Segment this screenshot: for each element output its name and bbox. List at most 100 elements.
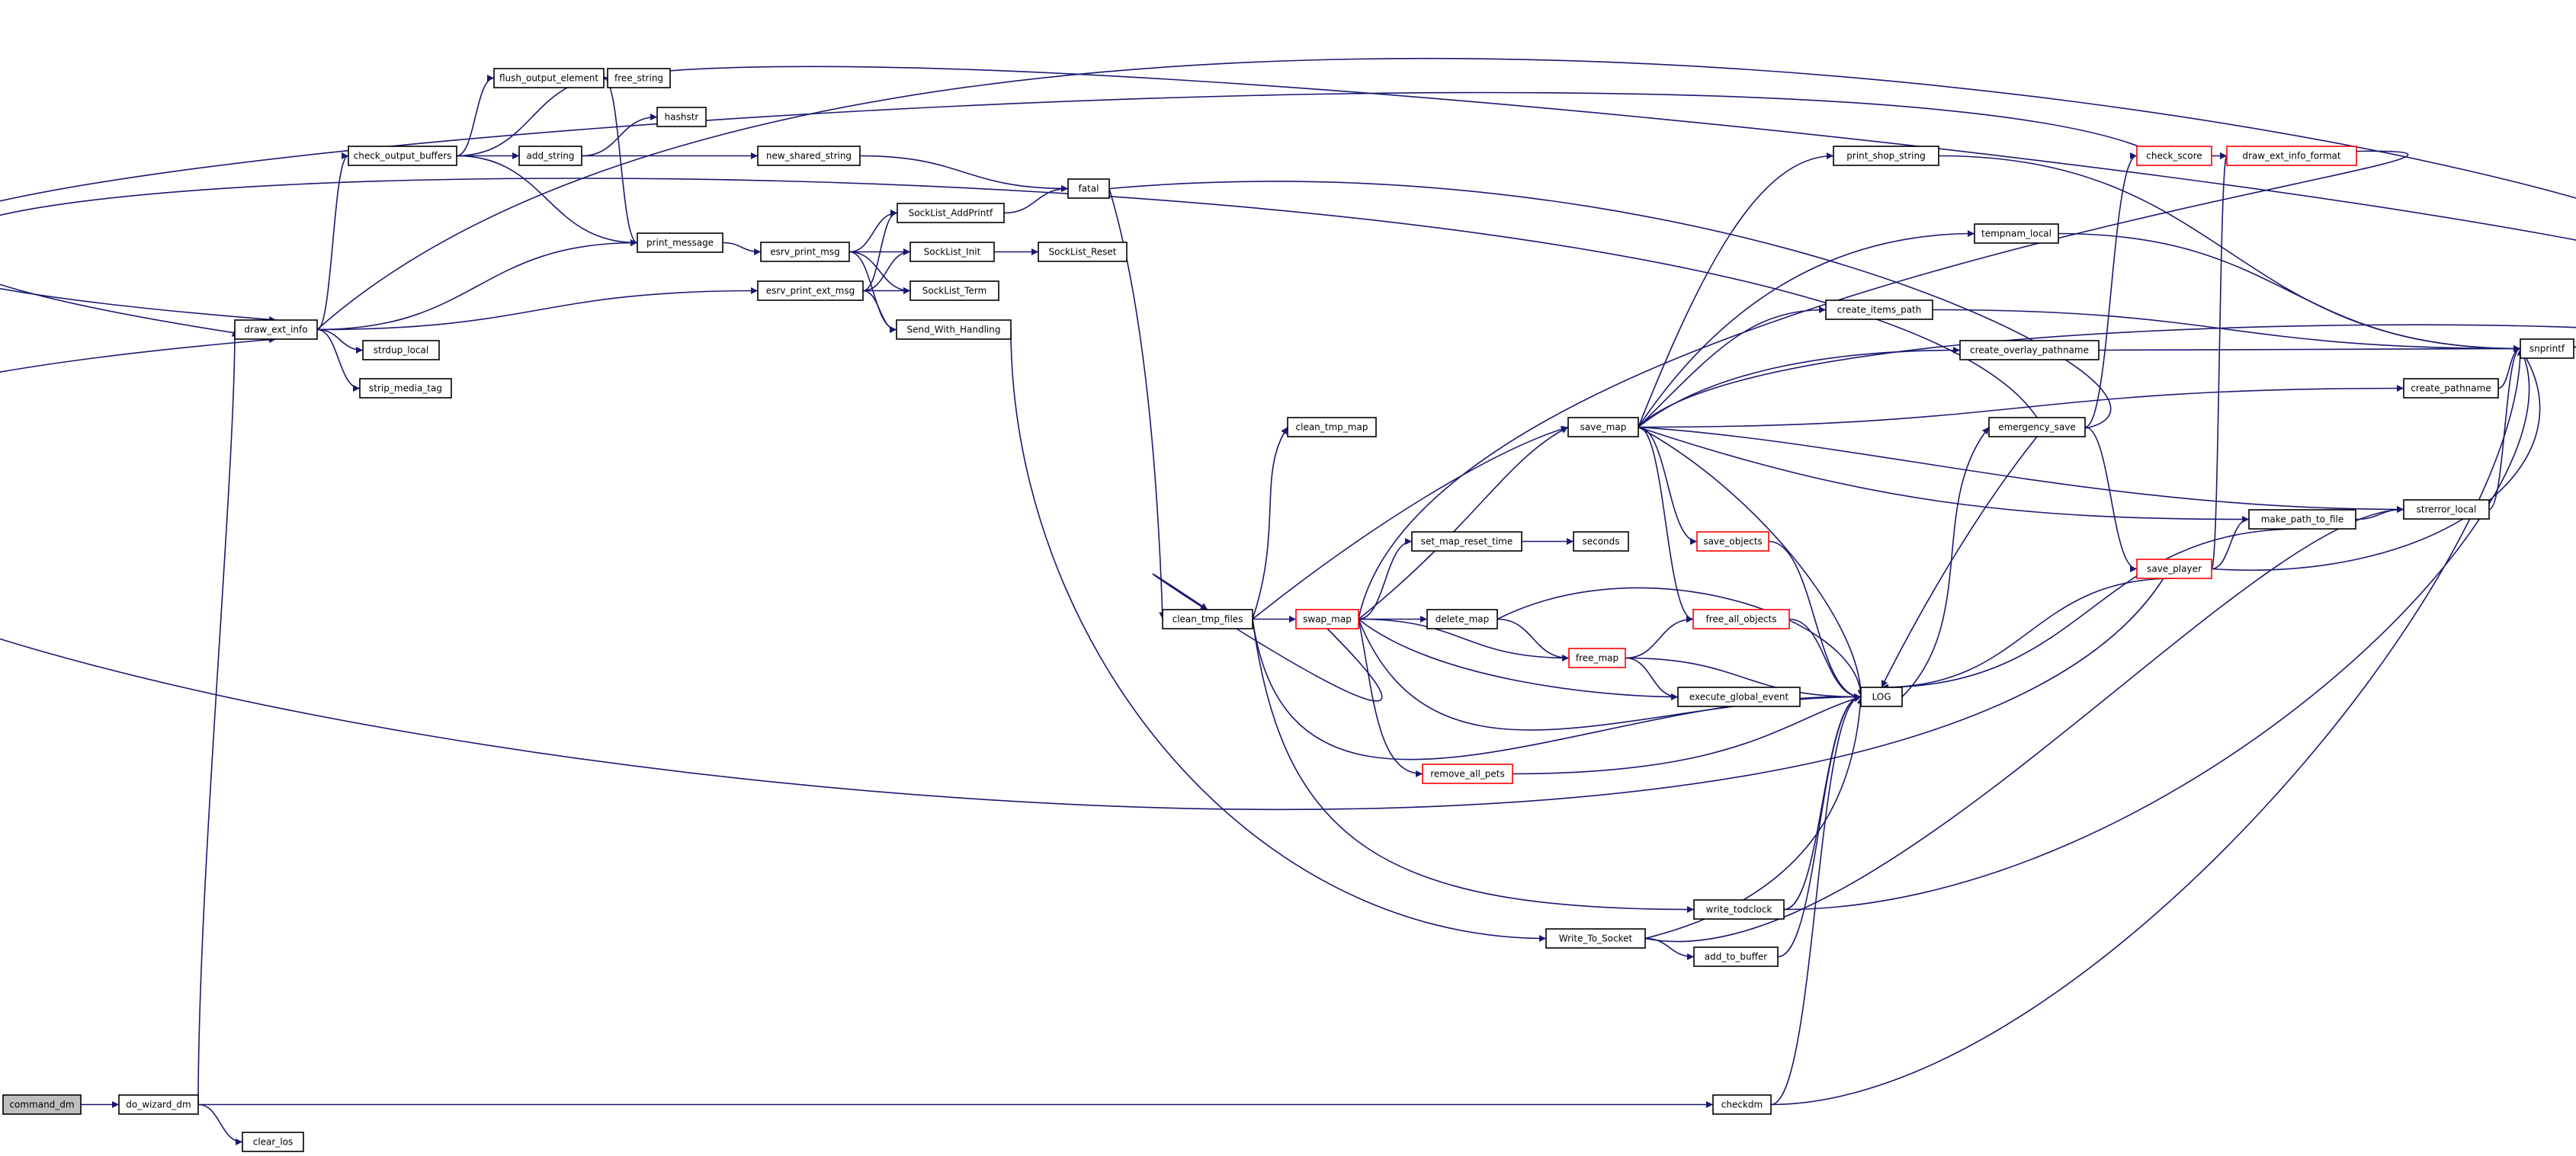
node-box-hashstr xyxy=(656,107,707,127)
node-LOG[interactable]: LOG xyxy=(1860,687,1903,707)
edge-swap_map-to-save_map xyxy=(1358,426,1569,620)
node-clear_los[interactable]: clear_los xyxy=(242,1132,304,1152)
nodes-layer: command_dm do_wizard_dm clear_los checkdm dr… xyxy=(2,68,2574,1152)
edge-free_map-to-execute_global_event xyxy=(1625,657,1679,700)
edge-Send_With_Handling-to-Write_To_Socket xyxy=(1010,329,1547,942)
node-add_string[interactable]: add_string xyxy=(518,146,582,166)
edge-clean_tmp_files-to-clean_tmp_map xyxy=(1252,427,1288,620)
node-free_map[interactable]: free_map xyxy=(1568,648,1626,668)
edge-check_output_buffers-to-free_string xyxy=(456,75,608,157)
node-seconds[interactable]: seconds xyxy=(1573,531,1629,552)
node-label-add_string: add_string xyxy=(526,151,574,162)
node-create_items_path[interactable]: create_items_path xyxy=(1825,299,1933,320)
edge-create_pathname-to-snprintf xyxy=(2497,345,2521,389)
node-box-print_message xyxy=(637,232,723,253)
node-remove_all_pets[interactable]: remove_all_pets xyxy=(1422,764,1513,784)
edge-save_map-to-tempnam_local xyxy=(1638,230,1975,427)
edge-save_player-to-LOG xyxy=(1881,578,2175,691)
node-box-strerror_local xyxy=(2403,499,2490,520)
node-SockList_AddPrintf[interactable]: SockList_AddPrintf xyxy=(897,203,1005,223)
node-free_all_objects[interactable]: free_all_objects xyxy=(1692,609,1790,629)
edge-clean_tmp_files-to-save_map xyxy=(1252,425,1569,620)
node-set_map_reset_time[interactable]: set_map_reset_time xyxy=(1411,531,1522,552)
edge-free_map-to-free_all_objects xyxy=(1625,616,1694,659)
node-label-add_to_buffer: add_to_buffer xyxy=(1705,952,1768,962)
node-box-draw_ext_info xyxy=(234,319,318,340)
node-label-create_pathname: create_pathname xyxy=(2411,383,2491,394)
node-SockList_Init[interactable]: SockList_Init xyxy=(909,242,995,262)
node-label-snprintf: snprintf xyxy=(2529,344,2565,354)
node-check_score[interactable]: check_score xyxy=(2136,146,2212,166)
node-label-clean_tmp_map: clean_tmp_map xyxy=(1296,422,1368,433)
node-Write_To_Socket[interactable]: Write_To_Socket xyxy=(1545,928,1646,949)
node-label-write_todclock: write_todclock xyxy=(1706,905,1772,915)
edge-swap_map-to-free_map xyxy=(1358,618,1570,661)
node-box-esrv_print_msg xyxy=(760,242,850,262)
node-label-flush_output_element: flush_output_element xyxy=(499,73,598,84)
node-strip_media_tag[interactable]: strip_media_tag xyxy=(359,378,452,399)
edge-emergency_save-to-LOG xyxy=(1881,436,2038,688)
node-execute_global_event[interactable]: execute_global_event xyxy=(1677,687,1801,707)
node-save_objects[interactable]: save_objects xyxy=(1696,531,1769,552)
node-strerror_local[interactable]: strerror_local xyxy=(2403,499,2490,520)
node-esrv_print_msg[interactable]: esrv_print_msg xyxy=(760,242,850,262)
node-flush_output_element[interactable]: flush_output_element xyxy=(493,68,605,88)
node-add_to_buffer[interactable]: add_to_buffer xyxy=(1693,946,1779,967)
node-checkdm[interactable]: checkdm xyxy=(1712,1094,1772,1115)
node-box-create_pathname xyxy=(2403,378,2499,399)
node-box-execute_global_event xyxy=(1677,687,1801,707)
node-box-remove_all_pets xyxy=(1422,764,1513,784)
edge-esrv_print_ext_msg-to-SockList_AddPrintf xyxy=(862,210,898,292)
node-create_pathname[interactable]: create_pathname xyxy=(2403,378,2499,399)
node-snprintf[interactable]: snprintf xyxy=(2520,338,2574,359)
node-draw_ext_info[interactable]: draw_ext_info xyxy=(234,319,318,340)
edge-flush_output_element-to-snprintf xyxy=(603,66,2576,352)
node-esrv_print_ext_msg[interactable]: esrv_print_ext_msg xyxy=(757,280,864,301)
node-box-create_overlay_pathname xyxy=(1959,340,2100,360)
node-box-create_items_path xyxy=(1825,299,1933,320)
node-save_map[interactable]: save_map xyxy=(1567,417,1639,437)
node-strdup_local[interactable]: strdup_local xyxy=(362,340,440,360)
node-label-set_map_reset_time: set_map_reset_time xyxy=(1421,536,1513,547)
node-Send_With_Handling[interactable]: Send_With_Handling xyxy=(896,319,1012,340)
edge-delete_map-to-free_map xyxy=(1497,618,1570,661)
node-label-free_all_objects: free_all_objects xyxy=(1706,614,1777,625)
node-new_shared_string[interactable]: new_shared_string xyxy=(757,146,861,166)
node-print_message[interactable]: print_message xyxy=(637,232,723,253)
edge-delete_map-to-LOG xyxy=(1497,587,1865,697)
node-hashstr[interactable]: hashstr xyxy=(656,107,707,127)
edge-fatal-to-clean_tmp_files xyxy=(1108,188,1166,620)
edge-do_wizard_dm-to-draw_ext_info xyxy=(197,329,239,1105)
node-make_path_to_file[interactable]: make_path_to_file xyxy=(2248,509,2356,530)
node-clean_tmp_map[interactable]: clean_tmp_map xyxy=(1287,417,1377,437)
node-swap_map[interactable]: swap_map xyxy=(1295,609,1359,629)
node-create_overlay_pathname[interactable]: create_overlay_pathname xyxy=(1959,340,2100,360)
node-free_string[interactable]: free_string xyxy=(607,68,671,88)
node-delete_map[interactable]: delete_map xyxy=(1426,609,1498,629)
node-check_output_buffers[interactable]: check_output_buffers xyxy=(348,146,457,166)
node-clean_tmp_files[interactable]: clean_tmp_files xyxy=(1162,609,1253,629)
node-tempnam_local[interactable]: tempnam_local xyxy=(1974,223,2059,244)
node-write_todclock[interactable]: write_todclock xyxy=(1693,899,1785,920)
node-label-draw_ext_info: draw_ext_info xyxy=(244,325,307,335)
edge-save_map-to-free_all_objects xyxy=(1638,426,1694,623)
node-label-create_items_path: create_items_path xyxy=(1837,305,1922,315)
node-do_wizard_dm[interactable]: do_wizard_dm xyxy=(118,1094,199,1115)
node-emergency_save[interactable]: emergency_save xyxy=(1988,417,2086,437)
node-label-checkdm: checkdm xyxy=(1721,1100,1763,1110)
edge-write_todclock-to-LOG xyxy=(1783,693,1862,911)
node-print_shop_string[interactable]: print_shop_string xyxy=(1833,146,1939,166)
node-label-print_shop_string: print_shop_string xyxy=(1846,151,1925,162)
node-draw_ext_info_format[interactable]: draw_ext_info_format xyxy=(2226,146,2357,166)
node-label-clear_los: clear_los xyxy=(253,1137,294,1148)
edge-emergency_save-to-save_player xyxy=(2084,426,2138,572)
node-SockList_Term[interactable]: SockList_Term xyxy=(909,280,999,301)
node-save_player[interactable]: save_player xyxy=(2136,559,2212,579)
node-box-Send_With_Handling xyxy=(896,319,1012,340)
node-label-create_overlay_pathname: create_overlay_pathname xyxy=(1970,345,2089,356)
node-fatal[interactable]: fatal xyxy=(1067,178,1110,199)
node-command_dm[interactable]: command_dm xyxy=(2,1094,82,1115)
node-box-free_all_objects xyxy=(1692,609,1790,629)
node-SockList_Reset[interactable]: SockList_Reset xyxy=(1038,242,1128,262)
node-box-save_map xyxy=(1567,417,1639,437)
